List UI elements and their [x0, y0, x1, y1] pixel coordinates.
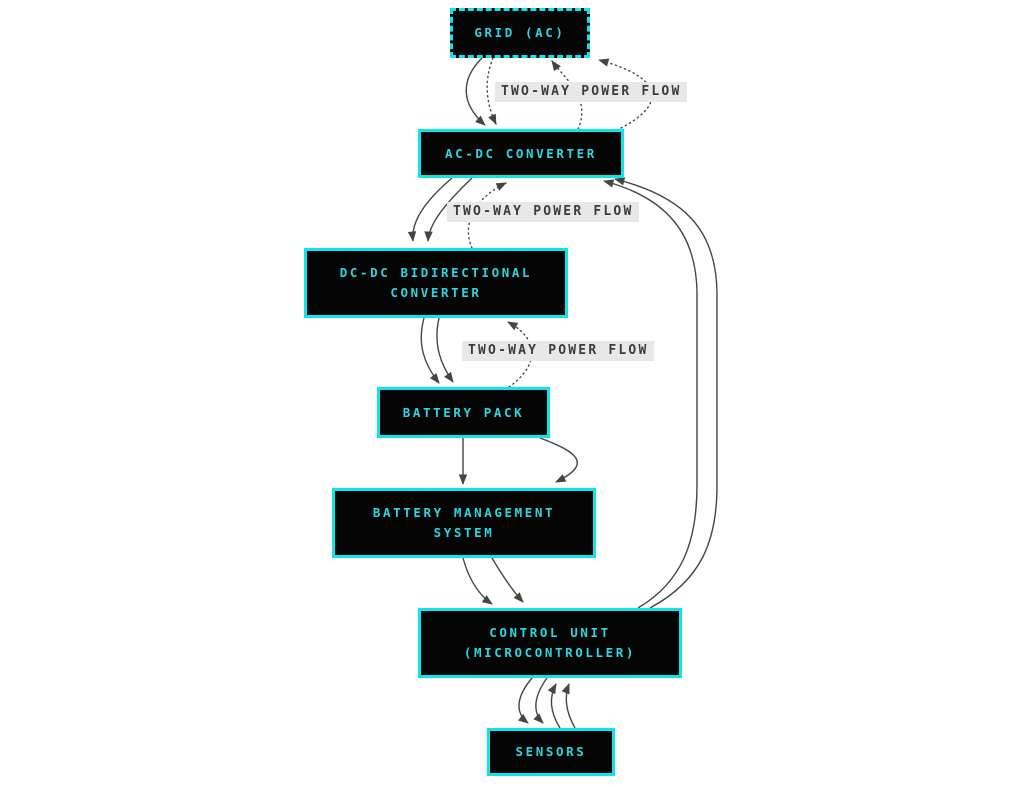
node-acdc-converter: AC-DC CONVERTER: [418, 129, 624, 178]
edge-control-to-acdc-1: [602, 179, 698, 609]
edge-control-to-sensors-1: [517, 677, 533, 724]
edge-acdc-to-dcdc-solid-2: [424, 177, 473, 243]
node-grid-ac: GRID (AC): [450, 8, 590, 58]
edge-battery-to-bms-loop: [539, 437, 578, 483]
node-bms-label-line2: SYSTEM: [433, 525, 495, 540]
edge-bms-to-control-1: [462, 557, 493, 605]
node-battery-management-system: BATTERY MANAGEMENT SYSTEM: [332, 488, 596, 558]
edge-label-dcdc-battery: TWO-WAY POWER FLOW: [462, 341, 655, 361]
edge-label-acdc-dcdc: TWO-WAY POWER FLOW: [447, 202, 640, 222]
node-dcdc-label-line1: DC-DC BIDIRECTIONAL: [339, 265, 533, 280]
edge-acdc-to-grid-dotted-left: [551, 60, 583, 130]
edge-battery-to-dcdc-dotted: [507, 321, 533, 388]
node-battery-pack-label: BATTERY PACK: [402, 404, 525, 420]
edge-dcdc-to-battery-solid-2: [436, 317, 454, 383]
node-dcdc-label-line2: CONVERTER: [390, 285, 482, 300]
edge-sensors-to-control-2: [561, 683, 576, 729]
node-bms-label-line1: BATTERY MANAGEMENT: [372, 505, 556, 520]
node-dcdc-bidirectional-converter: DC-DC BIDIRECTIONAL CONVERTER: [304, 248, 568, 318]
node-control-label-line1: CONTROL UNIT: [489, 625, 611, 640]
node-grid-ac-label: GRID (AC): [474, 25, 566, 40]
edge-bms-to-control-2: [491, 557, 524, 603]
edge-control-to-acdc-2: [613, 177, 718, 609]
edge-dcdc-to-acdc-dotted: [467, 182, 507, 249]
edge-dcdc-to-battery-solid-1: [420, 317, 440, 384]
node-battery-pack: BATTERY PACK: [377, 387, 550, 438]
node-control-label-line2: (MICROCONTROLLER): [463, 645, 637, 660]
edge-label-grid-acdc: TWO-WAY POWER FLOW: [495, 82, 688, 102]
edge-grid-to-acdc-solid: [465, 57, 486, 126]
node-sensors-label: SENSORS: [515, 744, 587, 759]
edge-grid-to-acdc-dotted: [486, 57, 497, 125]
node-control-unit-microcontroller: CONTROL UNIT (MICROCONTROLLER): [418, 608, 682, 678]
node-sensors: SENSORS: [487, 728, 615, 776]
edge-sensors-to-control-1: [547, 683, 561, 729]
edge-acdc-to-dcdc-solid-1: [407, 177, 453, 243]
node-acdc-converter-label: AC-DC CONVERTER: [445, 145, 597, 161]
edge-control-to-sensors-2: [533, 677, 548, 724]
